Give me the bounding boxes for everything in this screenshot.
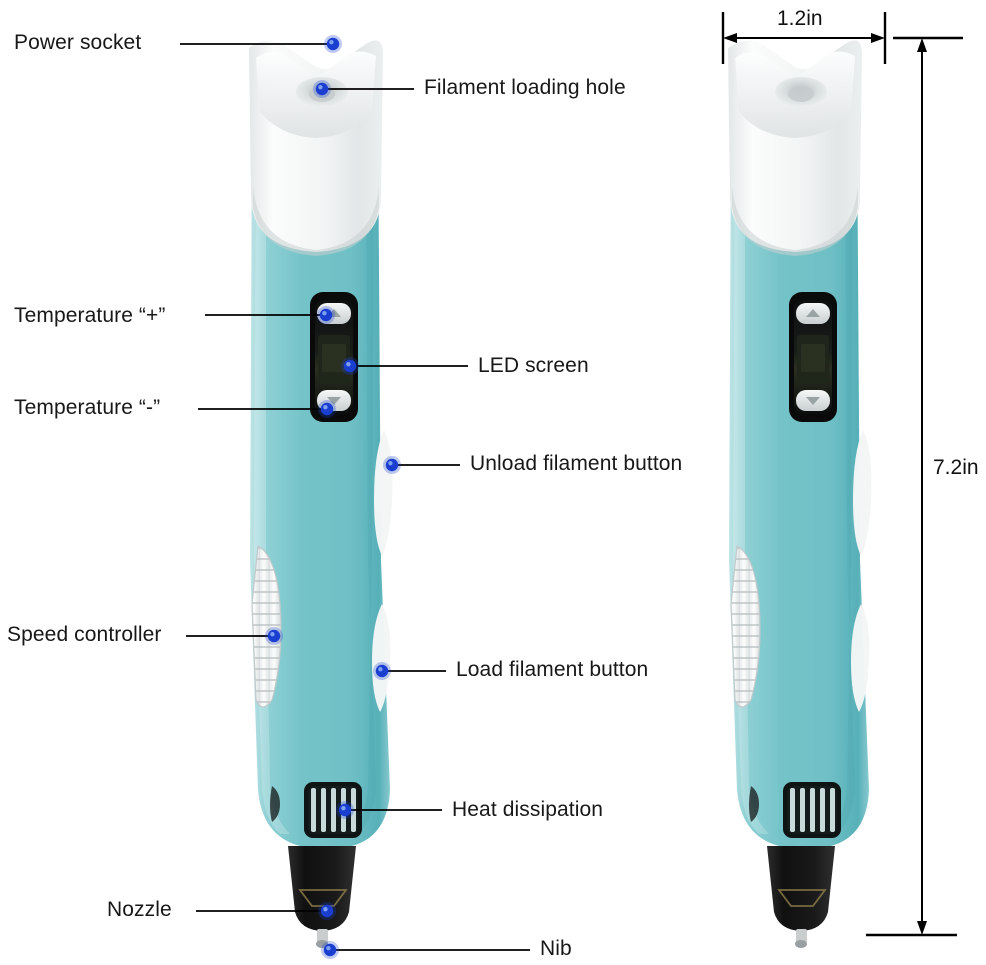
marker-dot-highlight [346, 362, 351, 367]
heat-vent-left [304, 782, 362, 838]
marker-dot-highlight [323, 907, 328, 912]
callout-label-heat-dissipation: Heat dissipation [452, 798, 604, 821]
dimension-label-width-dimension: 1.2in [777, 7, 823, 30]
callout-label-power-socket: Power socket [14, 31, 142, 54]
dimension-label-height-dimension: 7.2in [933, 456, 979, 479]
callout-label-unload-filament-button: Unload filament button [470, 452, 683, 475]
marker-dot-highlight [322, 311, 327, 316]
callout-label-temperature-minus: Temperature “-” [14, 396, 161, 419]
marker-dot-highlight [341, 806, 346, 811]
marker-dot-highlight [326, 946, 331, 951]
callout-label-speed-controller: Speed controller [7, 623, 162, 646]
heat-vent-right [783, 782, 841, 838]
callout-label-nib: Nib [540, 937, 572, 960]
marker-dot-highlight [270, 632, 275, 637]
marker-dot-highlight [378, 667, 383, 672]
width-dimension-line [721, 12, 887, 64]
callout-label-nozzle: Nozzle [107, 898, 172, 921]
callout-label-led-screen: LED screen [478, 354, 589, 377]
callout-label-load-filament-button: Load filament button [456, 658, 649, 681]
marker-dot-highlight [323, 405, 328, 410]
callout-label-filament-loading-hole: Filament loading hole [424, 76, 626, 99]
pen-right [728, 40, 872, 948]
pen-left [249, 40, 393, 948]
height-dimension-line [866, 36, 963, 937]
marker-dot-highlight [329, 40, 334, 45]
marker-dot-highlight [388, 461, 393, 466]
marker-dot-highlight [318, 85, 323, 90]
callout-label-temperature-plus: Temperature “+” [14, 304, 166, 327]
